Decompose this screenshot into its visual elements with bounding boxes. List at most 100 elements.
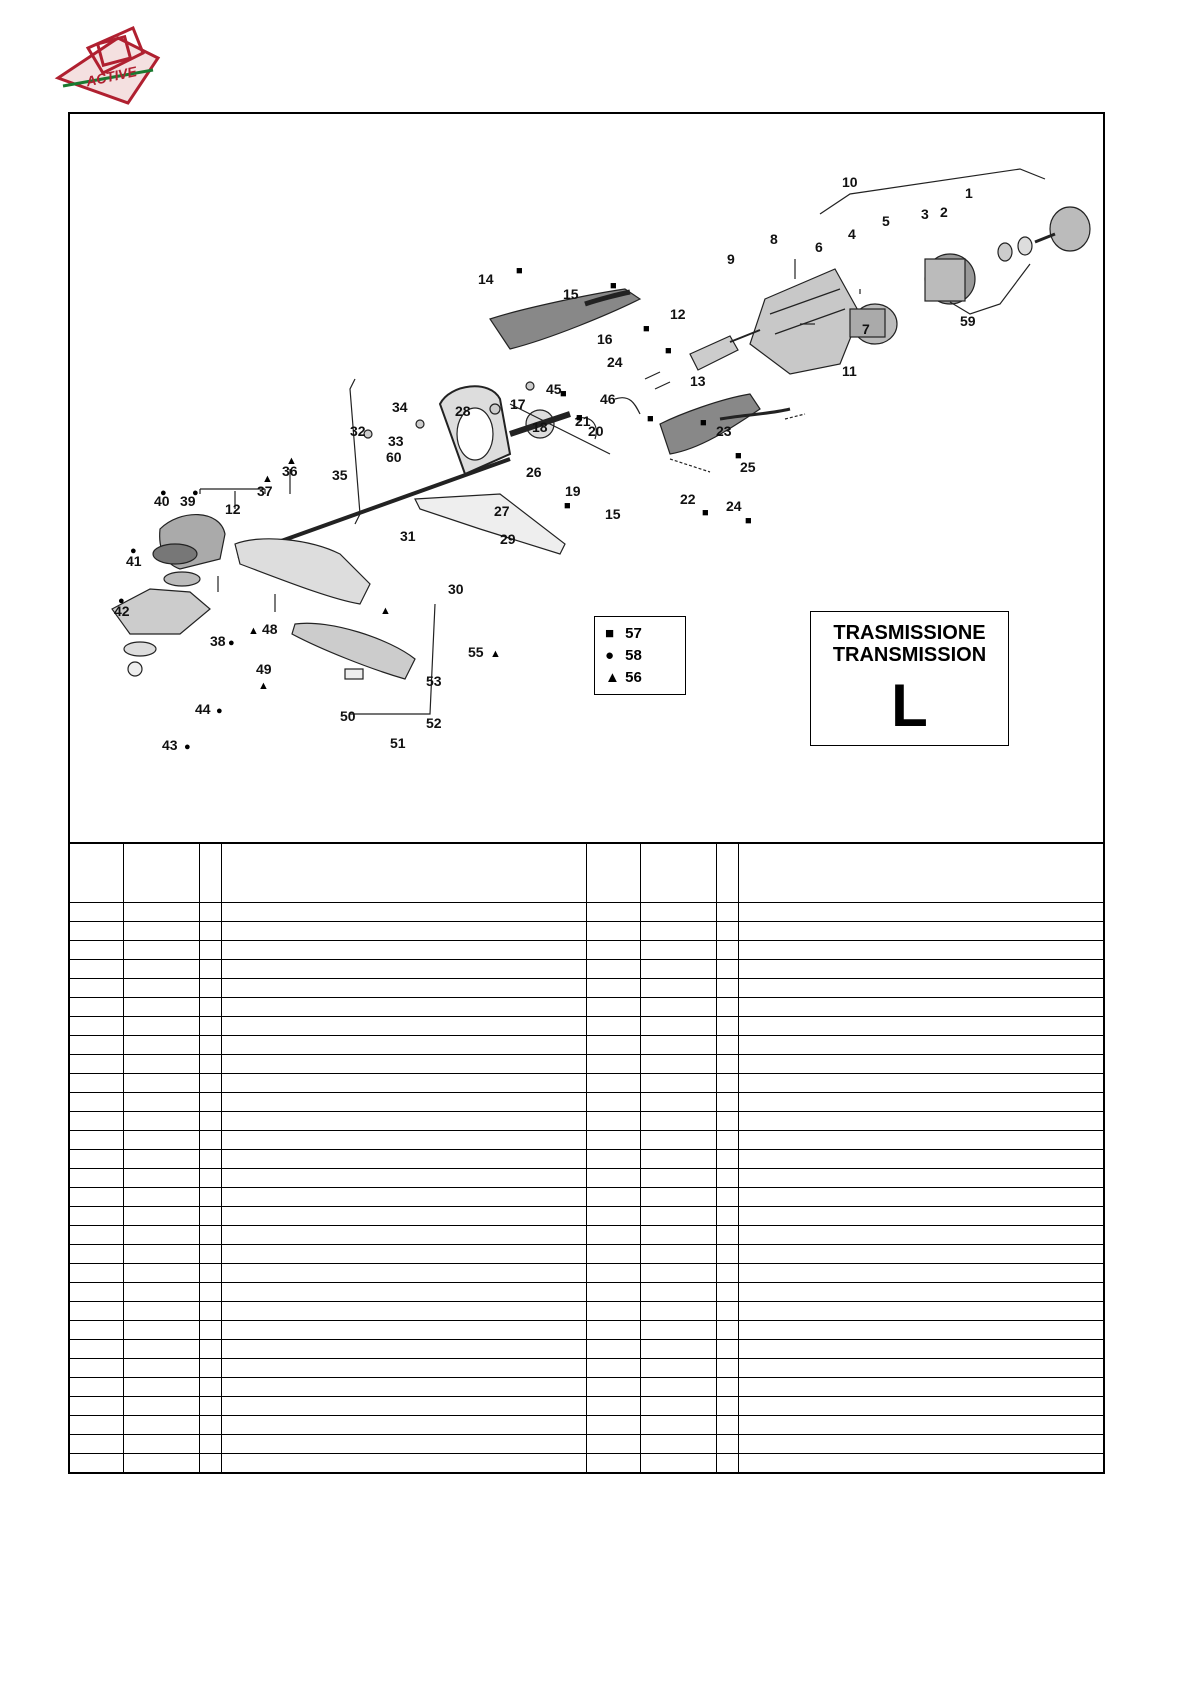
table-row (68, 902, 1105, 922)
table-cell (585, 1206, 641, 1226)
table-cell (220, 902, 587, 922)
marker-square-icon: ■ (735, 450, 742, 462)
callout-33: 33 (388, 433, 404, 449)
callout-38: 38 (210, 633, 226, 649)
table-cell (715, 997, 739, 1017)
table-cell (122, 1111, 200, 1131)
header-cell (585, 842, 641, 903)
marker-circle-icon: ● (118, 595, 125, 607)
legend-row: ● 58 (605, 647, 642, 667)
table-row (68, 997, 1105, 1017)
marker-square-icon: ■ (576, 412, 583, 424)
marker-circle-icon: ● (160, 487, 167, 499)
table-cell (68, 1016, 124, 1036)
callout-21: 21 (575, 413, 591, 429)
table-cell (715, 1035, 739, 1055)
table-cell (639, 1073, 717, 1093)
table-cell (122, 1263, 200, 1283)
table-cell (639, 1111, 717, 1131)
callout-60: 60 (386, 449, 402, 465)
table-row (68, 940, 1105, 960)
table-cell (198, 1263, 222, 1283)
table-cell (585, 1434, 641, 1454)
table-cell (737, 921, 1105, 941)
callout-36: 36 (282, 463, 298, 479)
diagram-frame: 1 2 3 4 5 6 7 8 9 10 11 12 13 14 15 16 2… (68, 112, 1105, 844)
table-cell (585, 1358, 641, 1378)
table-cell (122, 978, 200, 998)
marker-triangle-icon: ▲ (286, 455, 297, 467)
table-row (68, 959, 1105, 979)
group-label-box: TRASMISSIONE TRANSMISSION L (810, 611, 1009, 746)
table-cell (122, 1073, 200, 1093)
table-cell (198, 1016, 222, 1036)
callout-18: 18 (532, 419, 548, 435)
table-cell (639, 978, 717, 998)
table-cell (220, 1035, 587, 1055)
table-cell (715, 959, 739, 979)
callout-43: 43 (162, 737, 178, 753)
marker-circle-icon: ● (216, 705, 223, 717)
table-cell (715, 1054, 739, 1074)
table-cell (585, 1111, 641, 1131)
header-cell (220, 842, 587, 903)
table-cell (122, 1358, 200, 1378)
table-cell (737, 997, 1105, 1017)
table-cell (68, 1054, 124, 1074)
table-cell (68, 1092, 124, 1112)
table-cell (198, 1244, 222, 1264)
callout-32: 32 (350, 423, 366, 439)
table-cell (639, 997, 717, 1017)
table-cell (639, 1377, 717, 1397)
table-cell (715, 1434, 739, 1454)
table-cell (715, 1453, 739, 1474)
table-cell (585, 1073, 641, 1093)
table-row (68, 1073, 1105, 1093)
table-cell (198, 1206, 222, 1226)
table-row (68, 1054, 1105, 1074)
table-cell (737, 1282, 1105, 1302)
callout-24b: 24 (726, 498, 742, 514)
table-cell (737, 1320, 1105, 1340)
marker-circle-icon: ● (184, 741, 191, 753)
header-cell (715, 842, 739, 903)
table-cell (715, 1016, 739, 1036)
table-cell (737, 1339, 1105, 1359)
table-cell (737, 1092, 1105, 1112)
table-cell (68, 1149, 124, 1169)
table-cell (585, 902, 641, 922)
marker-square-icon: ■ (647, 413, 654, 425)
table-cell (220, 1434, 587, 1454)
table-cell (198, 1282, 222, 1302)
callout-14: 14 (478, 271, 494, 287)
table-row (68, 1206, 1105, 1226)
table-cell (68, 902, 124, 922)
table-cell (198, 921, 222, 941)
group-label-english: TRANSMISSION (832, 644, 987, 666)
table-cell (198, 978, 222, 998)
table-cell (220, 1358, 587, 1378)
callout-12b: 12 (225, 501, 241, 517)
table-cell (715, 1377, 739, 1397)
table-row (68, 1225, 1105, 1245)
table-cell (68, 1263, 124, 1283)
table-cell (220, 1282, 587, 1302)
table-cell (585, 1187, 641, 1207)
table-cell (715, 1206, 739, 1226)
table-cell (737, 1206, 1105, 1226)
table-cell (737, 1168, 1105, 1188)
callout-9: 9 (727, 251, 735, 267)
table-cell (220, 1320, 587, 1340)
table-cell (68, 1073, 124, 1093)
table-cell (122, 921, 200, 941)
callout-46: 46 (600, 391, 616, 407)
table-cell (122, 1434, 200, 1454)
table-cell (639, 1320, 717, 1340)
table-cell (220, 1054, 587, 1074)
marker-square-icon: ■ (610, 280, 617, 292)
header-cell (737, 842, 1105, 903)
table-cell (585, 1282, 641, 1302)
table-cell (122, 1054, 200, 1074)
table-cell (220, 1415, 587, 1435)
table-row (68, 1282, 1105, 1302)
